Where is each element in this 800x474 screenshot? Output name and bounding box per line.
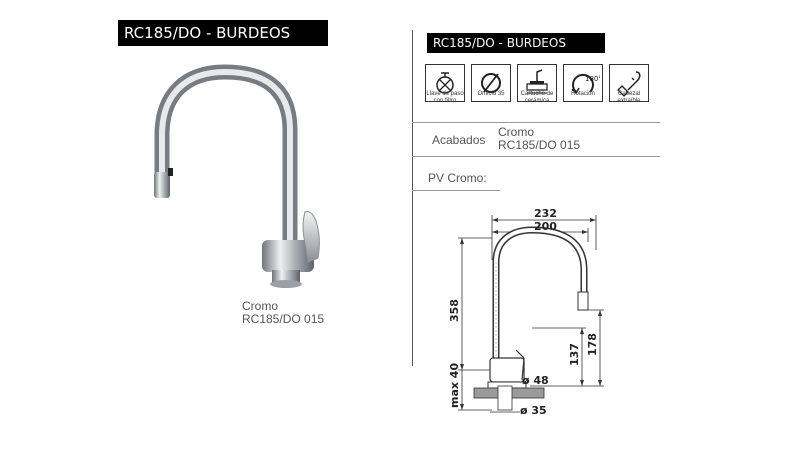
panel-divider [412, 30, 413, 366]
caption-line: Llave de paso [426, 91, 464, 97]
photo-finish-code: RC185/DO 015 [242, 312, 325, 326]
dim-200: 200 [534, 220, 557, 233]
hole-diameter-icon [481, 73, 501, 93]
caption-line: Cabezal [617, 91, 640, 97]
finishes-label: Acabados [432, 133, 486, 147]
caption-line: con filtro [433, 98, 457, 104]
dim-232: 232 [534, 207, 557, 220]
photo-finish-name: Cromo [242, 299, 279, 313]
pull-out-head-icon [617, 71, 641, 97]
ceramic-cartridge-icon [526, 69, 548, 94]
shutoff-valve-icon [436, 72, 454, 94]
feature-shutoff-valve [425, 64, 465, 102]
faucet-photo [154, 64, 320, 288]
finish-code: RC185/DO 015 [498, 138, 581, 152]
technical-drawing: 232 200 358 max 40 137 178 ø 48 ø 35 [448, 207, 604, 417]
feature-rotation: 180° [563, 64, 603, 102]
feature-pullout [609, 64, 649, 102]
product-title: RC185/DO - BURDEOS [118, 20, 328, 46]
divider-finishes [412, 156, 660, 157]
feature-icons: 180° [425, 64, 649, 102]
spec-title: RC185/DO - BURDEOS [427, 33, 605, 53]
dim-max-40: max 40 [448, 363, 461, 408]
caption-pullout: Cabezal extraíble [604, 91, 654, 105]
dim-d35: ø 35 [520, 404, 547, 417]
caption-line: Orificio 35 [477, 91, 505, 97]
feature-hole [471, 64, 511, 102]
caption-hole: Orificio 35 [466, 91, 516, 98]
caption-cartridge: Cartucho de cerámica [512, 91, 562, 105]
caption-line: cerámica [524, 98, 550, 104]
caption-shutoff-valve: Llave de paso con filtro [420, 91, 470, 105]
rotation-badge: 180° [585, 75, 600, 83]
caption-rotation: Rotación [558, 91, 608, 98]
caption-line: extraíble [617, 98, 641, 104]
dim-137: 137 [568, 343, 581, 366]
divider-features [412, 122, 660, 123]
caption-line: Rotación [571, 91, 595, 97]
feature-cartridge [517, 64, 557, 102]
price-label: PV Cromo: [428, 171, 487, 185]
dim-d48: ø 48 [522, 374, 549, 387]
caption-line: Cartucho de [520, 91, 554, 97]
finish-name: Cromo [498, 125, 535, 139]
rotation-icon: 180° [571, 73, 600, 95]
dim-178: 178 [586, 333, 599, 356]
divider-price [412, 190, 500, 191]
dim-358: 358 [448, 299, 461, 322]
